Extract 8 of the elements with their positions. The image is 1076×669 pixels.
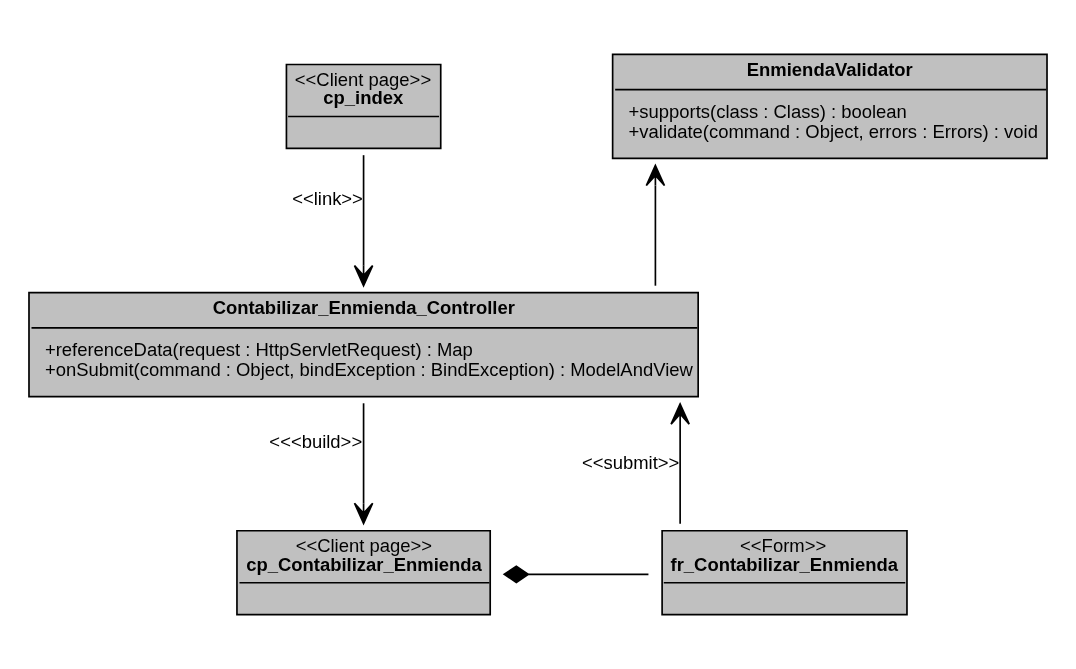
edge-label: <<<build>> xyxy=(269,430,363,452)
arrow xyxy=(353,402,374,525)
arrow xyxy=(670,403,691,525)
edge-label: <<submit>> xyxy=(581,451,680,473)
edge-label: <<link>> xyxy=(292,188,363,210)
arrow xyxy=(353,154,374,287)
arrow xyxy=(645,164,666,287)
connector xyxy=(502,565,650,584)
